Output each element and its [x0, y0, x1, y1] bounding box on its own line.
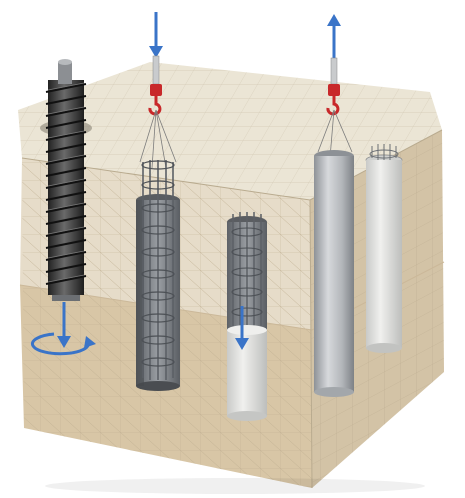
rotation-arrow-icon: [30, 332, 96, 356]
crane-hook-icon: [148, 55, 162, 116]
crane-hook-icon: [326, 57, 340, 116]
stage-casing-extraction: [314, 14, 403, 397]
down-arrow-icon: [149, 12, 163, 58]
down-arrow-icon: [57, 302, 71, 348]
stage-auger-drilling: [30, 59, 96, 356]
stage-rebar-cage-lowering: [136, 12, 180, 391]
stage-concrete-pouring: [227, 212, 267, 421]
up-arrow-icon: [327, 14, 341, 60]
down-arrow-icon: [235, 306, 249, 350]
